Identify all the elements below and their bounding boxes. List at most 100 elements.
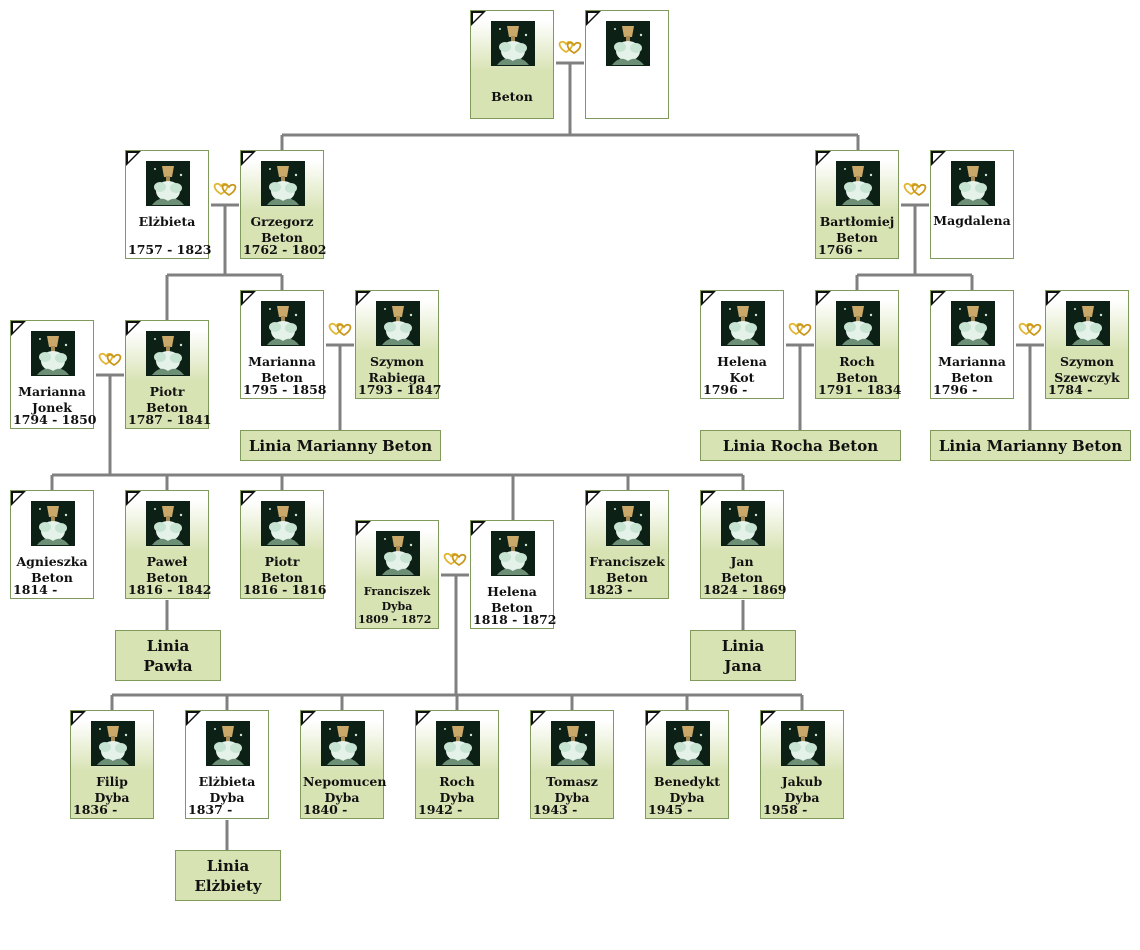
lineage-link-label: Linia Pawła (143, 636, 193, 675)
mourning-ribbon-icon (816, 151, 831, 166)
person-photo (146, 501, 190, 546)
person-name: Magdalena (933, 213, 1011, 228)
mourning-ribbon-icon (416, 711, 431, 726)
person-dates: 1795 - 1858 (243, 382, 327, 397)
person-photo (491, 531, 535, 576)
person-name: Paweł Beton (146, 554, 188, 585)
person-photo (491, 21, 535, 66)
mourning-ribbon-icon (531, 711, 546, 726)
person-photo (321, 721, 365, 766)
person-dates: 1762 - 1802 (243, 242, 327, 257)
person-dates: 1793 - 1847 (358, 382, 442, 397)
lineage-link-label: Linia Rocha Beton (722, 436, 879, 455)
mourning-ribbon-icon (931, 291, 946, 306)
person-name: Beton (491, 89, 533, 104)
mourning-ribbon-icon (816, 291, 831, 306)
person-card[interactable]: Magdalena (930, 150, 1014, 259)
person-dates: 1945 - (648, 802, 693, 817)
person-name: Nepomucen Dyba (303, 774, 387, 805)
person-dates: 1837 - (188, 802, 233, 817)
person-photo (261, 501, 305, 546)
person-photo (91, 721, 135, 766)
lineage-link-label: Linia Jana (721, 636, 765, 675)
person-card[interactable] (585, 10, 669, 119)
lineage-link-label: Linia Marianny Beton (248, 436, 433, 455)
person-photo (31, 331, 75, 376)
mourning-ribbon-icon (471, 521, 486, 536)
person-name: Roch Beton (836, 354, 878, 385)
person-name: Grzegorz Beton (250, 214, 314, 245)
person-dates: 1766 - (818, 242, 863, 257)
wedding-rings-icon (213, 182, 237, 198)
person-photo (146, 161, 190, 206)
person-dates: 1840 - (303, 802, 348, 817)
mourning-ribbon-icon (241, 491, 256, 506)
person-photo (376, 531, 420, 576)
wedding-rings-icon (788, 322, 812, 338)
person-dates: 1784 - (1048, 382, 1093, 397)
person-photo (31, 501, 75, 546)
lineage-link-button[interactable]: Linia Rocha Beton (700, 430, 901, 461)
person-photo (606, 21, 650, 66)
person-name: Tomasz Dyba (546, 774, 598, 805)
person-dates: 1757 - 1823 (128, 242, 212, 257)
wedding-rings-icon (903, 182, 927, 198)
mourning-ribbon-icon (471, 11, 486, 26)
lineage-link-label: Linia Elżbiety (194, 856, 262, 895)
person-photo (781, 721, 825, 766)
person-photo (951, 301, 995, 346)
person-name: Szymon Rabiega (368, 354, 426, 385)
person-name: Agnieszka Beton (16, 554, 88, 585)
lineage-link-label: Linia Marianny Beton (938, 436, 1123, 455)
mourning-ribbon-icon (701, 291, 716, 306)
lineage-link-button[interactable]: Linia Jana (690, 630, 796, 681)
wedding-rings-icon (1018, 322, 1042, 338)
person-dates: 1958 - (763, 802, 808, 817)
lineage-link-button[interactable]: Linia Marianny Beton (930, 430, 1131, 461)
person-dates: 1787 - 1841 (128, 412, 212, 427)
lineage-link-button[interactable]: Linia Pawła (115, 630, 221, 681)
person-name: Szymon Szewczyk (1054, 354, 1120, 385)
mourning-ribbon-icon (701, 491, 716, 506)
mourning-ribbon-icon (11, 321, 26, 336)
lineage-link-button[interactable]: Linia Elżbiety (175, 850, 281, 901)
person-photo (666, 721, 710, 766)
mourning-ribbon-icon (646, 711, 661, 726)
person-photo (261, 161, 305, 206)
person-name: Roch Dyba (439, 774, 475, 805)
lineage-link-button[interactable]: Linia Marianny Beton (240, 430, 441, 461)
person-card[interactable]: Beton (470, 10, 554, 119)
person-dates: 1942 - (418, 802, 463, 817)
person-name: Jan Beton (721, 554, 763, 585)
person-name: Jakub Dyba (781, 774, 823, 805)
mourning-ribbon-icon (586, 491, 601, 506)
mourning-ribbon-icon (356, 291, 371, 306)
person-name: Franciszek Beton (589, 554, 665, 585)
